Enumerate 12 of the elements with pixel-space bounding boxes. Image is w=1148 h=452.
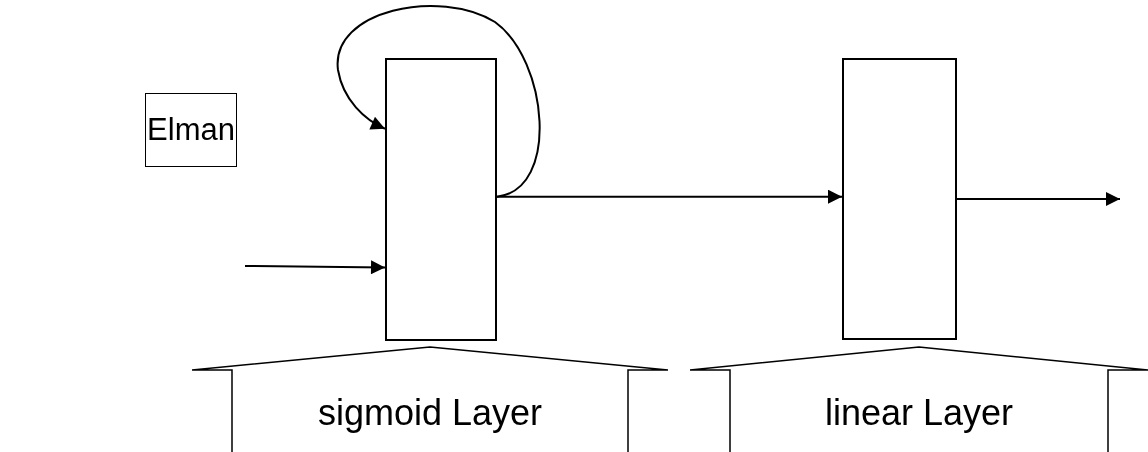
arrow (337, 5, 541, 198)
layer-label: linear Layer (823, 392, 1015, 434)
layer-box (842, 58, 957, 340)
arrow (956, 192, 1121, 206)
network-name: Elman (146, 112, 236, 148)
layer-box (385, 58, 497, 341)
arrow (244, 260, 386, 275)
layer-callout (192, 347, 668, 452)
layer-callout (690, 347, 1148, 452)
arrow (496, 189, 843, 204)
layer-label: sigmoid Layer (316, 392, 544, 434)
title-box (145, 93, 237, 167)
